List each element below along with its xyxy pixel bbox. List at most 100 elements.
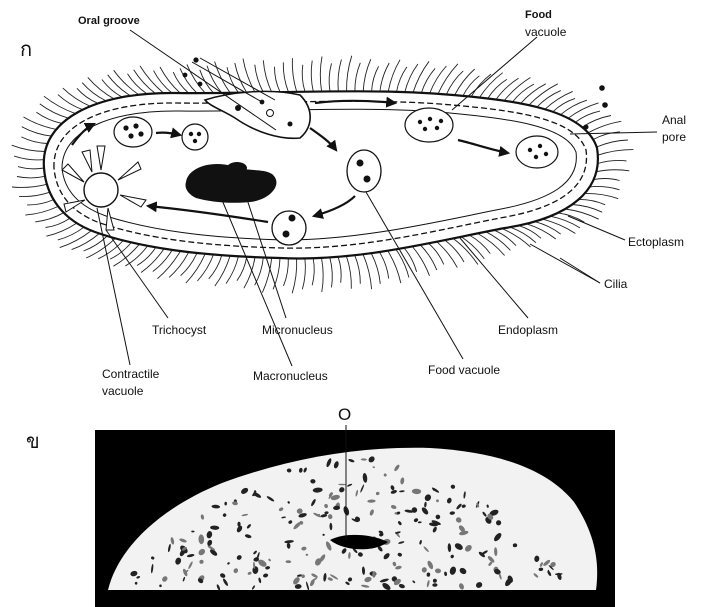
cilium xyxy=(455,69,475,95)
cilium xyxy=(388,251,401,283)
cilium xyxy=(346,256,351,289)
cilium xyxy=(597,140,628,147)
cilium xyxy=(445,240,464,262)
cilium xyxy=(302,258,305,289)
cilium xyxy=(27,200,53,205)
panel-a-marker: ก xyxy=(20,37,32,61)
cilium xyxy=(284,258,289,286)
label-contractile-vacuole-2: vacuole xyxy=(102,384,144,398)
cilium xyxy=(215,62,231,93)
expelled-particle xyxy=(602,102,608,108)
food-vacuole-5 xyxy=(405,108,453,142)
cilium xyxy=(355,63,360,92)
cilium xyxy=(363,59,371,91)
cilium xyxy=(36,112,62,123)
cilium xyxy=(347,56,352,92)
cilium xyxy=(22,127,52,136)
cilium xyxy=(412,247,429,276)
cilium xyxy=(40,104,69,118)
cilium xyxy=(598,160,627,163)
cilium xyxy=(140,66,164,93)
cilium xyxy=(209,255,222,279)
cilium xyxy=(502,229,531,247)
cilium xyxy=(363,254,372,289)
expelled-particle xyxy=(584,125,589,130)
label-contractile-vacuole-1: Contractile xyxy=(102,367,160,381)
cilium xyxy=(494,230,516,246)
cilium xyxy=(430,66,447,93)
cilium xyxy=(14,156,44,160)
label-o: O xyxy=(338,405,351,424)
cilium xyxy=(187,64,205,93)
cilium xyxy=(355,255,361,284)
cilium xyxy=(598,150,634,156)
label-oral-groove: Oral groove xyxy=(78,15,140,27)
food-vacuole-2 xyxy=(182,124,208,150)
cilium xyxy=(421,68,435,92)
cilium xyxy=(372,66,379,91)
label-cilia: Cilia xyxy=(604,277,628,291)
cilium xyxy=(568,103,598,118)
cilium xyxy=(527,224,556,239)
cilium xyxy=(338,60,341,92)
label-food-vacuole-top-1: Food xyxy=(525,9,552,21)
cilium xyxy=(565,209,599,219)
cilium xyxy=(588,121,621,133)
expelled-particle xyxy=(599,85,605,91)
cilium xyxy=(469,235,490,254)
cilium xyxy=(25,206,58,215)
cilium xyxy=(72,234,100,250)
cilium xyxy=(537,91,561,108)
cilium xyxy=(579,199,606,204)
panel-b-marker: ข xyxy=(26,429,40,453)
cilium xyxy=(102,80,122,98)
cilium xyxy=(207,66,222,93)
cilium xyxy=(263,60,271,92)
cilium xyxy=(329,63,331,91)
cilium xyxy=(512,84,534,102)
cilium xyxy=(262,258,271,293)
micrograph-speck xyxy=(237,522,240,527)
cilium xyxy=(24,117,57,129)
cilium xyxy=(320,57,322,92)
cilium xyxy=(35,213,64,222)
cilium xyxy=(312,258,314,285)
micrograph xyxy=(95,425,615,607)
cilium xyxy=(44,96,76,113)
cilium xyxy=(17,176,45,178)
cilium xyxy=(575,111,600,122)
cilium xyxy=(585,193,619,198)
label-micronucleus: Micronucleus xyxy=(262,323,333,337)
paramecium-cell xyxy=(44,57,608,258)
food-vacuole-3 xyxy=(347,150,381,192)
forming-vacuole xyxy=(267,110,274,117)
micronucleus xyxy=(227,162,247,174)
cilium xyxy=(292,58,296,92)
cilium xyxy=(380,63,389,92)
cilium xyxy=(46,218,70,227)
cilium xyxy=(21,137,47,144)
cilium xyxy=(153,250,172,272)
cilium xyxy=(322,258,324,292)
cilium xyxy=(180,68,197,93)
cilium xyxy=(226,256,238,283)
cilium xyxy=(596,170,629,172)
label-anal-pore-2: pore xyxy=(662,130,686,144)
cilium xyxy=(437,242,458,268)
food-vacuole-4 xyxy=(272,211,306,245)
cilium xyxy=(413,61,429,92)
cilium xyxy=(590,186,620,189)
cilium xyxy=(197,255,213,282)
cilium xyxy=(12,184,47,187)
cilium xyxy=(302,65,305,92)
label-ectoplasm: Ectoplasm xyxy=(628,235,684,249)
label-endoplasm: Endoplasm xyxy=(498,323,558,337)
cilium xyxy=(397,67,407,92)
cilium xyxy=(330,257,332,287)
cilium xyxy=(438,64,458,94)
cilium xyxy=(255,65,264,93)
cilium xyxy=(292,259,297,294)
food-particle xyxy=(198,82,203,87)
cilium xyxy=(114,70,139,94)
food-particle xyxy=(260,100,265,105)
